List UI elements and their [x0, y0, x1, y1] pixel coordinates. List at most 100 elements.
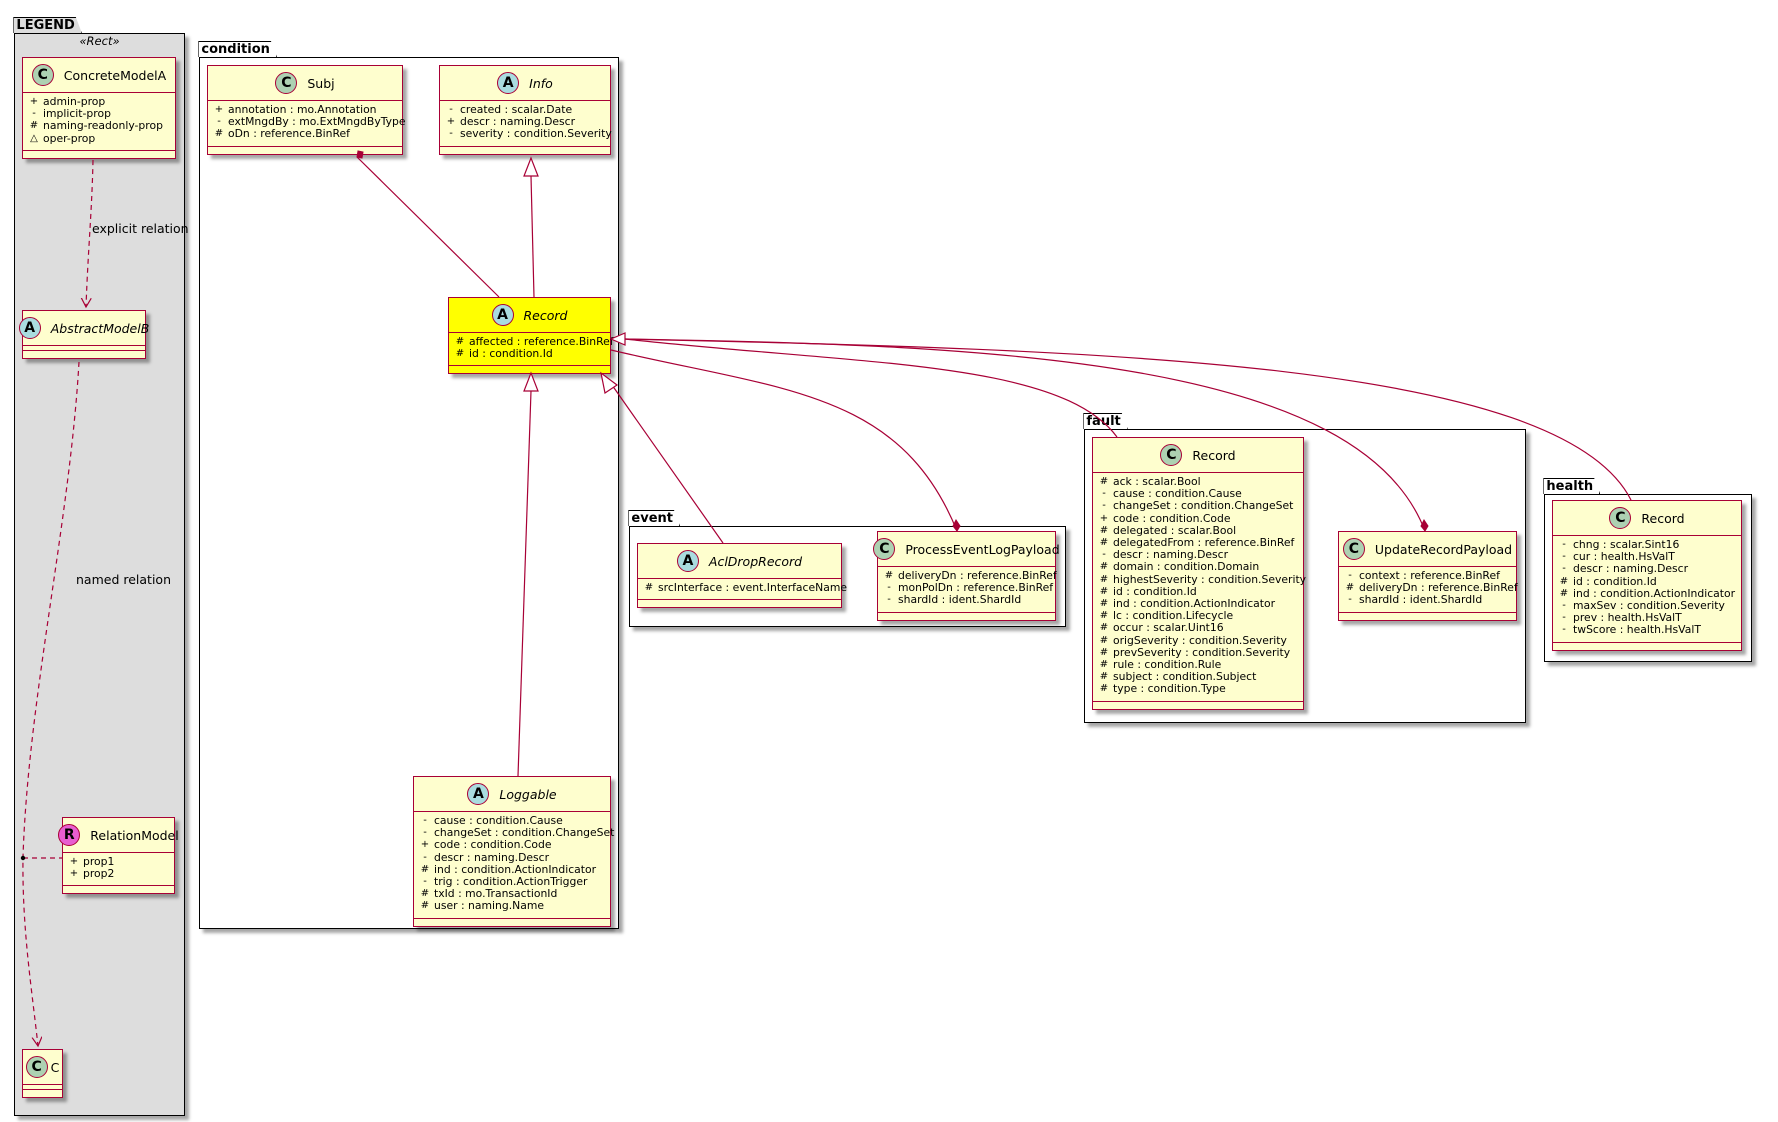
class-badge-icon: C [873, 538, 896, 560]
property-text: twScore : health.HsValT [1573, 623, 1701, 637]
fault-record-generalization-edge [624, 338, 1118, 438]
visibility-icon: - [449, 128, 453, 140]
property-text: prop2 [83, 867, 115, 881]
property-text: shardId : ident.ShardId [1359, 593, 1483, 607]
class-name: ConcreteModelA [63, 67, 167, 83]
abstract-badge-icon: A [497, 72, 520, 94]
property-text: code : condition.Code [1113, 511, 1231, 525]
visibility-icon: + [69, 856, 79, 867]
class-event-acl-drop-record[interactable]: A AclDropRecord #srcInterface : event.In… [637, 543, 847, 609]
property-text: id : condition.Id [1573, 574, 1657, 588]
class-property: -implicit-prop [29, 107, 169, 120]
property-text: descr : naming.Descr [460, 115, 576, 129]
class-attributes: -created : scalar.Date+descr : naming.De… [440, 101, 612, 147]
class-name: Record [1641, 510, 1685, 526]
class-property: +annotation : mo.Annotation [214, 103, 396, 116]
class-operations [414, 919, 610, 926]
property-text: trig : condition.ActionTrigger [434, 875, 588, 889]
class-condition-record[interactable]: A Record #affected : reference.BinRef#id… [448, 297, 614, 375]
visibility-icon: + [69, 868, 79, 880]
property-text: changeSet : condition.ChangeSet [1113, 499, 1294, 513]
visibility-icon: # [644, 582, 654, 593]
class-property: -descr : naming.Descr [1099, 549, 1297, 561]
class-property: #delegatedFrom : reference.BinRef [1099, 536, 1297, 549]
class-property: #user : naming.Name [420, 900, 604, 912]
property-text: deliveryDn : reference.BinRef [1359, 581, 1518, 595]
class-property: #highestSeverity : condition.Severity [1099, 573, 1306, 586]
class-property: # domain : condition.Domain [1099, 561, 1297, 573]
class-property: #deliveryDn : reference.BinRef [1345, 581, 1518, 594]
class-property: +descr : naming.Descr [446, 115, 604, 129]
class-property: -extMngdBy : mo.ExtMngdByType [214, 115, 405, 128]
class-property: -cause : condition.Cause [420, 814, 604, 827]
class-c[interactable]: C C [22, 1049, 63, 1098]
visibility-icon: - [1348, 570, 1352, 581]
visibility-icon: # [1099, 561, 1109, 573]
class-name: AclDropRecord [708, 553, 803, 569]
property-text: cur : health.HsValT [1573, 550, 1675, 564]
class-property: -chng : scalar.Sint16 [1559, 538, 1735, 551]
class-attributes: +admin-prop-implicit-prop#naming-readonl… [23, 93, 175, 151]
class-property: #prevSeverity : condition.Severity [1099, 646, 1297, 659]
property-text: id : condition.Id [469, 347, 553, 361]
property-text: oper-prop [43, 131, 96, 145]
class-relation-model[interactable]: R RelationModel +prop1+prop2 [58, 817, 179, 895]
class-property: #deliveryDn : reference.BinRef [884, 569, 1057, 582]
event-package-tab: event [628, 510, 680, 526]
class-name: ProcessEventLogPayload [905, 541, 1060, 557]
class-property: -maxSev : condition.Severity [1559, 599, 1735, 612]
property-text: chng : scalar.Sint16 [1573, 538, 1680, 551]
legend-package-tab: LEGEND [13, 17, 81, 33]
class-abstract-model-b[interactable]: A AbstractModelB [18, 310, 149, 359]
visibility-icon: - [217, 116, 221, 128]
property-text: context : reference.BinRef [1359, 569, 1500, 582]
class-attributes [23, 1085, 62, 1090]
class-operations [63, 886, 174, 893]
fault-package-tab: fault [1083, 413, 1127, 429]
visibility-icon: - [1102, 500, 1106, 512]
class-name: UpdateRecordPayload [1374, 541, 1513, 557]
property-text: subject : condition.Subject [1113, 670, 1257, 684]
class-property: -descr : naming.Descr [1559, 563, 1735, 575]
visibility-icon: # [1099, 683, 1109, 695]
visibility-icon: + [420, 839, 430, 851]
property-text: oDn : reference.BinRef [228, 127, 350, 141]
property-text: domain : condition.Domain [1113, 560, 1260, 574]
class-name: Loggable [499, 786, 557, 802]
visibility-icon: - [1102, 488, 1106, 500]
class-operations [638, 600, 841, 607]
class-name: C [50, 1059, 60, 1075]
class-fault-record[interactable]: C Record #ack : scalar.Bool-cause : cond… [1092, 437, 1306, 710]
class-operations [440, 147, 610, 154]
visibility-icon: - [887, 582, 891, 594]
class-fault-update-record-payload[interactable]: C UpdateRecordPayload -context : referen… [1338, 531, 1518, 621]
class-property: -twScore : health.HsValT [1559, 624, 1735, 636]
property-text: id : condition.Id [1113, 584, 1197, 598]
class-property: #oDn : reference.BinRef [214, 128, 396, 140]
class-operations [449, 366, 610, 373]
visibility-icon: - [1562, 551, 1566, 563]
property-text: origSeverity : condition.Severity [1113, 633, 1287, 647]
class-condition-subj[interactable]: C Subj +annotation : mo.Annotation-extMn… [207, 65, 406, 155]
visibility-icon: - [887, 594, 891, 606]
class-attributes: #srcInterface : event.InterfaceName [638, 579, 847, 601]
class-condition-loggable[interactable]: A Loggable -cause : condition.Cause-chan… [413, 776, 614, 927]
visibility-icon: + [1099, 512, 1109, 524]
class-event-process-event-log-payload[interactable]: C ProcessEventLogPayload #deliveryDn : r… [873, 531, 1060, 621]
class-property: #txId : mo.TransactionId [420, 888, 604, 900]
class-health-record[interactable]: C Record -chng : scalar.Sint16-cur : hea… [1552, 500, 1742, 651]
class-concrete-model-a[interactable]: C ConcreteModelA +admin-prop-implicit-pr… [22, 57, 176, 159]
property-text: descr : naming.Descr [1113, 548, 1229, 562]
property-text: code : condition.Code [434, 838, 552, 852]
class-condition-info[interactable]: A Info -created : scalar.Date+descr : na… [439, 65, 612, 155]
class-operations [1093, 702, 1303, 709]
property-text: naming-readonly-prop [43, 119, 163, 133]
class-property: -changeSet : condition.ChangeSet [420, 826, 614, 839]
visibility-icon: # [1559, 587, 1569, 599]
visibility-icon: # [1099, 622, 1109, 634]
property-text: ind : condition.ActionIndicator [434, 862, 597, 876]
class-operations [878, 613, 1055, 620]
class-property: #ind : condition.ActionIndicator [420, 862, 604, 876]
property-text: txId : mo.TransactionId [434, 887, 558, 901]
